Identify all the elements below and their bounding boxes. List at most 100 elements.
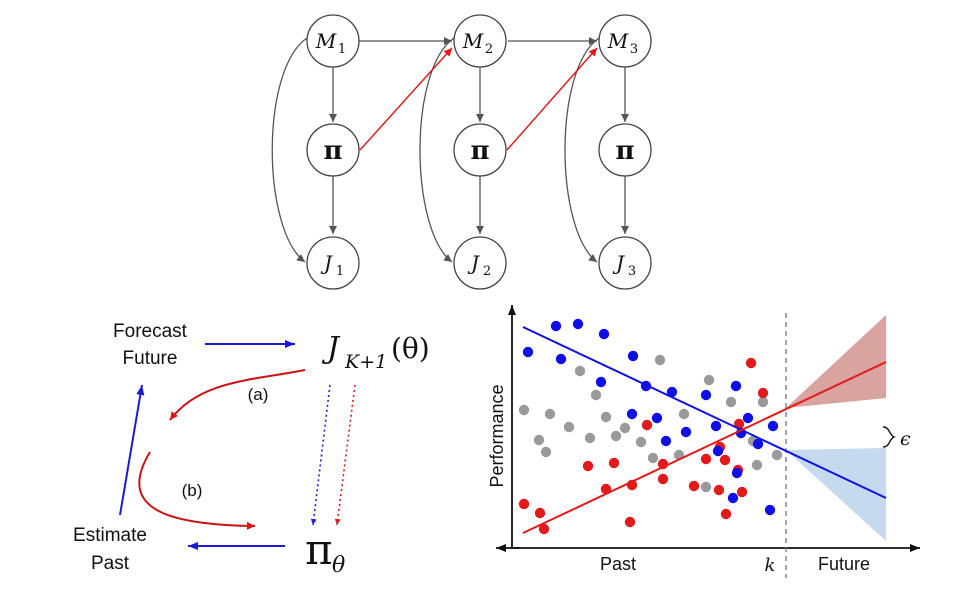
edge-pi1-m2 xyxy=(359,47,453,151)
scatter-point-blue xyxy=(595,376,607,388)
epsilon-brace xyxy=(882,426,896,448)
x-label-past: Past xyxy=(600,554,636,574)
arrow-b xyxy=(138,451,256,530)
scatter-point-red xyxy=(719,454,731,466)
y-label: Performance xyxy=(487,384,507,487)
node-j3-label: J xyxy=(612,251,625,275)
scatter-point-blue xyxy=(666,386,678,398)
scatter-point-gray xyxy=(544,408,556,420)
scatter-point-red xyxy=(688,480,700,492)
scatter-point-gray xyxy=(700,481,712,493)
graphical-model: M 1 M 2 M 3 π π π J 1 xyxy=(271,14,652,290)
node-j3-subscript: 3 xyxy=(628,264,636,279)
node-m3-label: M xyxy=(607,29,629,53)
edge-m2-j2 xyxy=(419,37,455,263)
node-pi2: π xyxy=(453,123,507,177)
node-pi1: π xyxy=(306,123,360,177)
j-argument: (θ) xyxy=(391,332,430,365)
node-pi3-label: π xyxy=(615,136,634,166)
scatter-point-blue xyxy=(598,328,610,340)
j-main-symbol: J xyxy=(321,331,341,366)
scatter-point-blue xyxy=(522,346,534,358)
scatter-point-blue xyxy=(742,412,754,424)
scatter-point-red xyxy=(538,523,550,535)
label-a: (a) xyxy=(248,385,269,404)
scatter-point-gray xyxy=(725,396,737,408)
scatter-point-blue xyxy=(550,320,562,332)
node-j3: J 3 xyxy=(598,236,652,290)
scatter-point-blue xyxy=(727,492,739,504)
epsilon-label: ϵ xyxy=(900,428,911,450)
arrow-estimate-to-forecast xyxy=(119,384,145,516)
scatter-point-blue xyxy=(730,380,742,392)
trend-line-blue xyxy=(522,326,887,499)
scatter-point-blue xyxy=(572,318,584,330)
node-m2-subscript: 2 xyxy=(485,42,493,57)
scatter-point-gray xyxy=(610,430,622,442)
estimate-label-line1: Estimate xyxy=(73,525,147,546)
estimate-label-line2: Past xyxy=(91,553,130,574)
scatter-point-red xyxy=(518,498,530,510)
node-j1-subscript: 1 xyxy=(336,264,344,279)
j-k-plus-1-theta: J K+1 (θ) xyxy=(321,331,430,373)
scatter-point-red xyxy=(582,460,594,472)
scatter-point-gray xyxy=(751,459,763,471)
node-pi2-label: π xyxy=(470,136,489,166)
node-j2: J 2 xyxy=(453,236,507,290)
x-label-future: Future xyxy=(818,554,870,574)
future-band-blue xyxy=(786,448,886,541)
scatter-point-red xyxy=(608,457,620,469)
pi-main-symbol: π xyxy=(305,525,333,574)
node-m1: M 1 xyxy=(306,14,360,68)
node-m1-label: M xyxy=(315,29,337,53)
pi-subscript: θ xyxy=(332,553,345,578)
scatter-point-gray xyxy=(678,408,690,420)
scatter-point-blue xyxy=(660,435,672,447)
performance-chart: ϵ Past Future k Performance xyxy=(487,305,920,578)
scatter-point-gray xyxy=(654,354,666,366)
scatter-point-blue xyxy=(700,389,712,401)
trend-line-red xyxy=(522,361,887,534)
scatter-point-red xyxy=(657,473,669,485)
scatter-point-gray xyxy=(574,365,586,377)
scatter-point-gray xyxy=(533,434,545,446)
dotted-arrow-red xyxy=(334,384,356,526)
node-m1-subscript: 1 xyxy=(338,42,346,57)
forecast-label-line1: Forecast xyxy=(113,321,188,342)
node-m3-subscript: 3 xyxy=(630,42,638,57)
scatter-point-red xyxy=(713,484,725,496)
pi-theta: π θ xyxy=(305,525,345,578)
label-b: (b) xyxy=(182,481,203,500)
node-j2-label: J xyxy=(467,251,480,275)
scatter-point-red xyxy=(757,387,769,399)
scatter-point-blue xyxy=(651,412,663,424)
scatter-point-gray xyxy=(540,446,552,458)
scatter-point-gray xyxy=(771,449,783,461)
scatter-point-gray xyxy=(600,411,612,423)
edge-pi2-m3 xyxy=(506,47,598,151)
scatter-point-gray xyxy=(703,374,715,386)
edge-m1-j1 xyxy=(271,37,308,263)
scatter-point-gray xyxy=(757,396,769,408)
scatter-point-gray xyxy=(518,404,530,416)
node-j2-subscript: 2 xyxy=(483,264,491,279)
scatter-point-gray xyxy=(619,422,631,434)
k-label: k xyxy=(765,555,776,576)
future-band-red xyxy=(786,315,886,408)
scatter-point-blue xyxy=(752,438,764,450)
scatter-point-gray xyxy=(647,452,659,464)
scatter-point-red xyxy=(641,419,653,431)
scatter-point-blue xyxy=(710,420,722,432)
arrow-a xyxy=(169,369,306,421)
scatter-points xyxy=(518,318,783,535)
node-m3: M 3 xyxy=(598,14,652,68)
scatter-point-gray xyxy=(635,436,647,448)
node-pi1-label: π xyxy=(323,136,342,166)
scatter-point-red xyxy=(624,516,636,528)
scatter-point-gray xyxy=(563,421,575,433)
scatter-point-blue xyxy=(764,504,776,516)
scatter-point-blue xyxy=(767,420,779,432)
node-m2: M 2 xyxy=(453,14,507,68)
scatter-point-blue xyxy=(712,445,724,457)
